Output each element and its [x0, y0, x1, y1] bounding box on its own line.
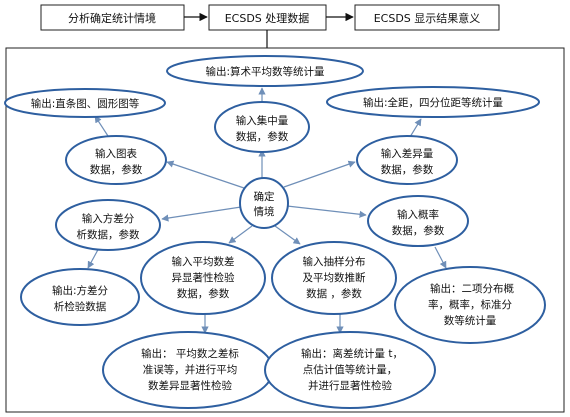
input-sampling: 输入抽样分布 及平均数推断 数据 ，参数 [271, 241, 397, 315]
output-chart: 输出:直条图、圆形图等 [4, 88, 166, 118]
input-chart-line2: 数据，参数 [90, 163, 143, 176]
input-central-line2: 数据，参数 [236, 130, 289, 143]
output-sampling-line3: 并进行显著性检验 [308, 379, 392, 392]
output-probability: 输出：二项分布概 率，概率，标准分 数等统计量 [394, 266, 546, 344]
input-chart-line1: 输入图表 [95, 147, 137, 160]
input-mean-diff-line3: 数据，参数 [177, 287, 230, 300]
input-variation-line2: 数据，参数 [381, 163, 434, 176]
input-mean-diff-line2: 异显著性检验 [172, 271, 235, 284]
input-variation: 输入差异量 数据，参数 [356, 135, 458, 185]
input-mean-diff-line1: 输入平均数差 [172, 255, 235, 268]
output-anova-line2: 析检验数据 [54, 300, 107, 313]
output-probability-line1: 输出：二项分布概 [430, 282, 514, 295]
output-probability-line2: 率，概率，标准分 [428, 298, 512, 311]
input-anova-line2: 析数据，参数 [77, 228, 140, 241]
input-central: 输入集中量 数据，参数 [214, 101, 310, 153]
output-mean-diff-line1: 输出： 平均数之差标 [141, 347, 239, 360]
output-mean-diff: 输出： 平均数之差标 准误等，并进行平均 数差异显著性检验 [102, 331, 274, 409]
input-mean-diff: 输入平均数差 异显著性检验 数据，参数 [140, 241, 266, 315]
output-anova: 输出:方差分 析检验数据 [20, 268, 140, 326]
arrow-chart-to-output [94, 115, 109, 137]
output-sampling-line2: 点估计值等统计量， [303, 363, 398, 376]
output-mean-diff-line2: 准误等，并进行平均 [143, 363, 238, 376]
input-anova: 输入方差分 析数据，参数 [55, 199, 161, 251]
input-sampling-line3: 数据 ，参数 [306, 287, 362, 300]
output-chart-label: 输出:直条图、圆形图等 [31, 97, 140, 110]
output-probability-line3: 数等统计量 [444, 314, 497, 327]
arrow-center-to-sampling [274, 225, 301, 245]
flow-step-display: ECSDS 显示结果意义 [354, 4, 500, 31]
center-line1: 确定 [254, 190, 275, 203]
output-variation-label: 输出:全距，四分位距等统计量 [363, 96, 504, 109]
input-anova-line1: 输入方差分 [82, 212, 135, 225]
input-chart: 输入图表 数据，参数 [65, 135, 167, 185]
output-central: 输出:算术平均数等统计量 [166, 55, 364, 87]
output-variation: 输出:全距，四分位距等统计量 [326, 86, 540, 118]
arrow-center-to-anova [161, 206, 242, 222]
arrow-center-to-variation [283, 160, 356, 188]
input-probability: 输入概率 数据，参数 [367, 195, 469, 247]
input-sampling-line2: 及平均数推断 [303, 271, 366, 284]
input-sampling-line1: 输入抽样分布 [303, 255, 366, 268]
flow-step-process: ECSDS 处理数据 [208, 4, 327, 31]
output-sampling-line1: 输出：离差统计量 t， [301, 347, 403, 360]
output-mean-diff-line3: 数差异显著性检验 [148, 379, 232, 392]
output-anova-line1: 输出:方差分 [52, 284, 109, 297]
input-central-line1: 输入集中量 [236, 114, 289, 127]
input-variation-line1: 输入差异量 [381, 147, 434, 160]
flow-step-analyze-label: 分析确定统计情境 [68, 11, 156, 25]
center-line2: 情境 [254, 205, 275, 218]
flow-step-analyze: 分析确定统计情境 [40, 4, 185, 31]
center-context: 确定 情境 [239, 177, 289, 229]
flow-step-display-label: ECSDS 显示结果意义 [374, 11, 481, 25]
input-probability-line2: 数据，参数 [392, 224, 445, 237]
output-central-label: 输出:算术平均数等统计量 [205, 65, 325, 78]
arrow-probability-to-output [434, 246, 447, 269]
arrow-center-to-meandiff [228, 225, 253, 244]
arrow-center-to-chart [166, 160, 245, 189]
input-probability-line1: 输入概率 [397, 208, 439, 221]
flow-step-process-label: ECSDS 处理数据 [225, 11, 310, 25]
arrow-center-to-probability [286, 205, 367, 218]
arrow-variation-to-output [409, 118, 422, 138]
output-sampling: 输出：离差统计量 t， 点估计值等统计量， 并进行显著性检验 [264, 331, 436, 409]
